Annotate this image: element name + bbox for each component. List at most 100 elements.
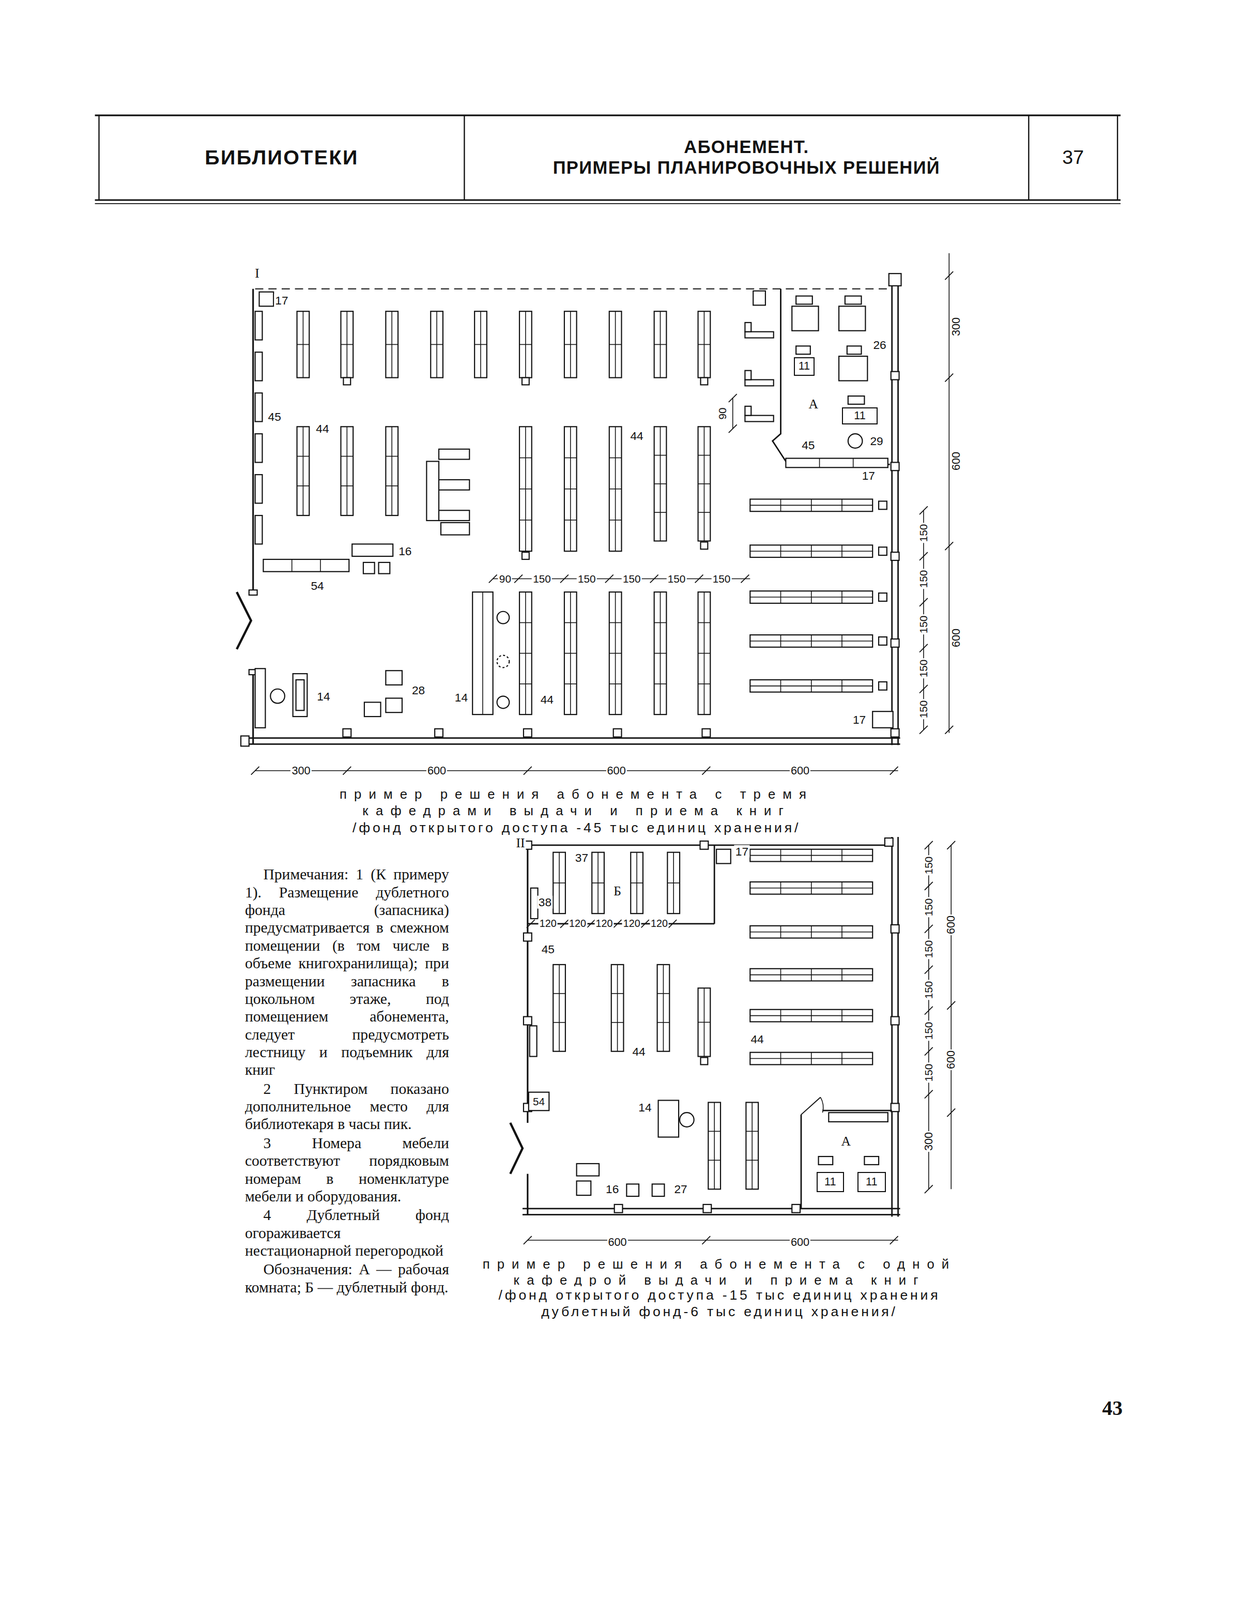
bench (528, 1092, 549, 1111)
note-text: Обозначения: А — рабочая комната; Б — ду… (244, 1260, 450, 1296)
dimension-tick (523, 1235, 532, 1245)
callout-number: 17 (734, 844, 750, 858)
end-box (878, 500, 887, 510)
dimension-tick (919, 506, 928, 515)
callout-number: 11 (798, 359, 811, 373)
bookcase (749, 590, 873, 604)
bookcase-divider (553, 882, 566, 884)
dimension-tick (946, 1001, 956, 1010)
bookcase-divider (657, 1021, 670, 1023)
dimension-tick (924, 840, 933, 850)
callout-number: 54 (531, 1095, 546, 1108)
header-rule (1116, 115, 1118, 201)
dimension-tick (924, 1090, 933, 1099)
chair (818, 1156, 834, 1165)
table-divider (482, 591, 484, 715)
page-number: 43 (1100, 1397, 1124, 1419)
bookcase (519, 426, 532, 551)
bookcase-divider (519, 519, 532, 521)
service-counter (828, 1112, 888, 1122)
dimension-value: 600 (944, 1048, 958, 1070)
dimension-value: 150 (922, 979, 935, 1001)
column (701, 728, 711, 738)
end-box (878, 636, 887, 646)
column (891, 371, 900, 380)
dimension-value: 600 (949, 450, 963, 472)
column (891, 638, 900, 648)
caption: пример решения абонемента с одной кафедр… (454, 1255, 986, 1290)
bookcase-divider (564, 622, 577, 624)
bookcase-divider (841, 499, 843, 512)
dimension-tick (919, 644, 928, 653)
header-text: 37 (1062, 146, 1084, 169)
desk-box: 11 (841, 407, 878, 425)
bookcase (749, 881, 873, 895)
dimension-value: 300 (949, 316, 963, 337)
bookcase-divider (841, 849, 843, 862)
bookcase-divider (780, 544, 782, 558)
bookcase (297, 311, 310, 378)
dimension-tick (728, 393, 738, 403)
callout-number: 44 (749, 1032, 765, 1046)
bookcase-divider (810, 499, 812, 512)
bookcase-divider (780, 590, 782, 604)
bookcase-divider (841, 968, 843, 981)
dimension-value: 300 (922, 1130, 935, 1152)
dimension-value: 150 (917, 568, 930, 589)
dimension-value: 600 (789, 764, 811, 777)
dimension-tick (251, 766, 260, 775)
bookcase (749, 499, 873, 512)
bookcase-divider (519, 622, 532, 624)
dimension-tick (488, 574, 498, 584)
radiator (255, 311, 263, 340)
bookcase-divider (663, 964, 665, 1052)
stool (270, 688, 285, 704)
header-rule (95, 203, 1121, 205)
callout-number: 45 (800, 438, 816, 452)
bookcase (340, 426, 354, 516)
dimension-value: 150 (917, 658, 930, 679)
desk (576, 1163, 600, 1176)
dimension-tick (924, 1006, 933, 1015)
bookcase-divider (385, 455, 398, 457)
bookcase-divider (611, 1021, 624, 1023)
bookcase-divider (297, 455, 310, 457)
bookcase-divider (564, 457, 577, 459)
column (791, 1204, 801, 1213)
callout-number: 14 (637, 1100, 653, 1114)
dimension-tick (526, 919, 535, 928)
callout-number: 14 (453, 690, 469, 704)
extra-seat (497, 655, 510, 668)
room-letter: А (807, 396, 820, 412)
dimension-tick (944, 541, 954, 550)
bookcase (657, 964, 670, 1052)
cabinet (753, 290, 766, 306)
dimension-value: 120 (538, 917, 558, 930)
bookcase-divider (780, 1052, 782, 1065)
dimension-line (950, 845, 952, 1189)
chair (864, 1156, 879, 1165)
chair (744, 406, 751, 416)
bookcase-divider (609, 488, 622, 490)
column (523, 728, 532, 738)
bookcase-divider (654, 622, 667, 624)
bookcase (749, 679, 873, 693)
wall-end (249, 589, 258, 595)
dimension-value: 150 (922, 897, 935, 918)
bookcase-divider (474, 344, 487, 346)
end-box (343, 377, 351, 386)
bookcase-divider (519, 488, 532, 490)
bookcase-divider (340, 344, 354, 346)
dimension-value: 600 (426, 764, 448, 777)
bookcase-divider (810, 679, 812, 693)
dimension-value: 90 (716, 406, 729, 421)
partition (772, 288, 891, 465)
bookcase-divider (780, 849, 782, 862)
bookcase (749, 634, 873, 648)
column (523, 1016, 532, 1025)
callout-number: 45 (267, 409, 283, 423)
callout-number: 27 (672, 1182, 688, 1196)
bookcase-divider (302, 426, 304, 516)
dimension-value: 150 (922, 1020, 935, 1041)
